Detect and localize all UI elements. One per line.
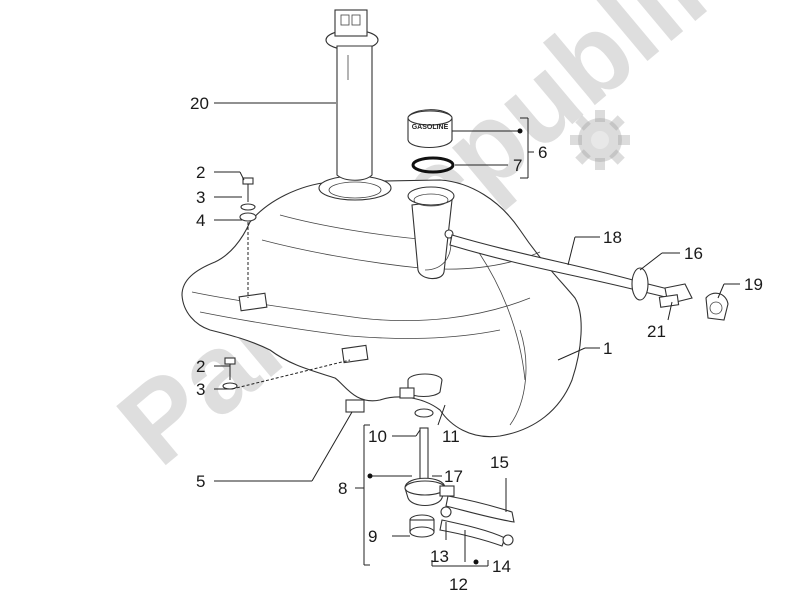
callout-8: 8	[338, 479, 347, 498]
callout-6: 6	[538, 143, 547, 162]
callout-5: 5	[196, 472, 205, 491]
gear-icon	[570, 110, 630, 170]
bolt-upper	[239, 177, 257, 222]
callout-13: 13	[430, 547, 449, 566]
callout-3-upper: 3	[196, 188, 205, 207]
callout-15: 15	[490, 453, 509, 472]
callout-21: 21	[647, 322, 666, 341]
callout-7: 7	[513, 156, 522, 175]
fuel-cap: GASOLINE	[407, 109, 453, 149]
callout-1: 1	[603, 339, 612, 358]
leader-lines	[214, 102, 740, 567]
fuel-cap-label: GASOLINE	[412, 124, 449, 131]
callout-labels: 20 2 3 4 6 7 18 16 19 21 1 2 3 5 10 11 8…	[190, 94, 763, 594]
callout-3-lower: 3	[196, 380, 205, 399]
callout-10: 10	[368, 427, 387, 446]
o-ring	[411, 156, 455, 174]
callout-11: 11	[442, 427, 460, 446]
fuel-hose	[439, 495, 515, 547]
callout-20: 20	[190, 94, 209, 113]
fuel-level-sender	[325, 9, 379, 181]
callout-18: 18	[603, 228, 622, 247]
callout-4: 4	[196, 211, 205, 230]
callout-2-upper: 2	[196, 163, 205, 182]
callout-9: 9	[368, 527, 377, 546]
bolt-lower	[222, 357, 238, 390]
fuel-tap-assembly	[399, 373, 455, 538]
callout-16: 16	[684, 244, 703, 263]
callout-14: 14	[492, 557, 511, 576]
callout-19: 19	[744, 275, 763, 294]
callout-12: 12	[449, 575, 468, 594]
breather-hose	[449, 234, 729, 321]
callout-2-lower: 2	[196, 357, 205, 376]
callout-17: 17	[444, 467, 463, 486]
